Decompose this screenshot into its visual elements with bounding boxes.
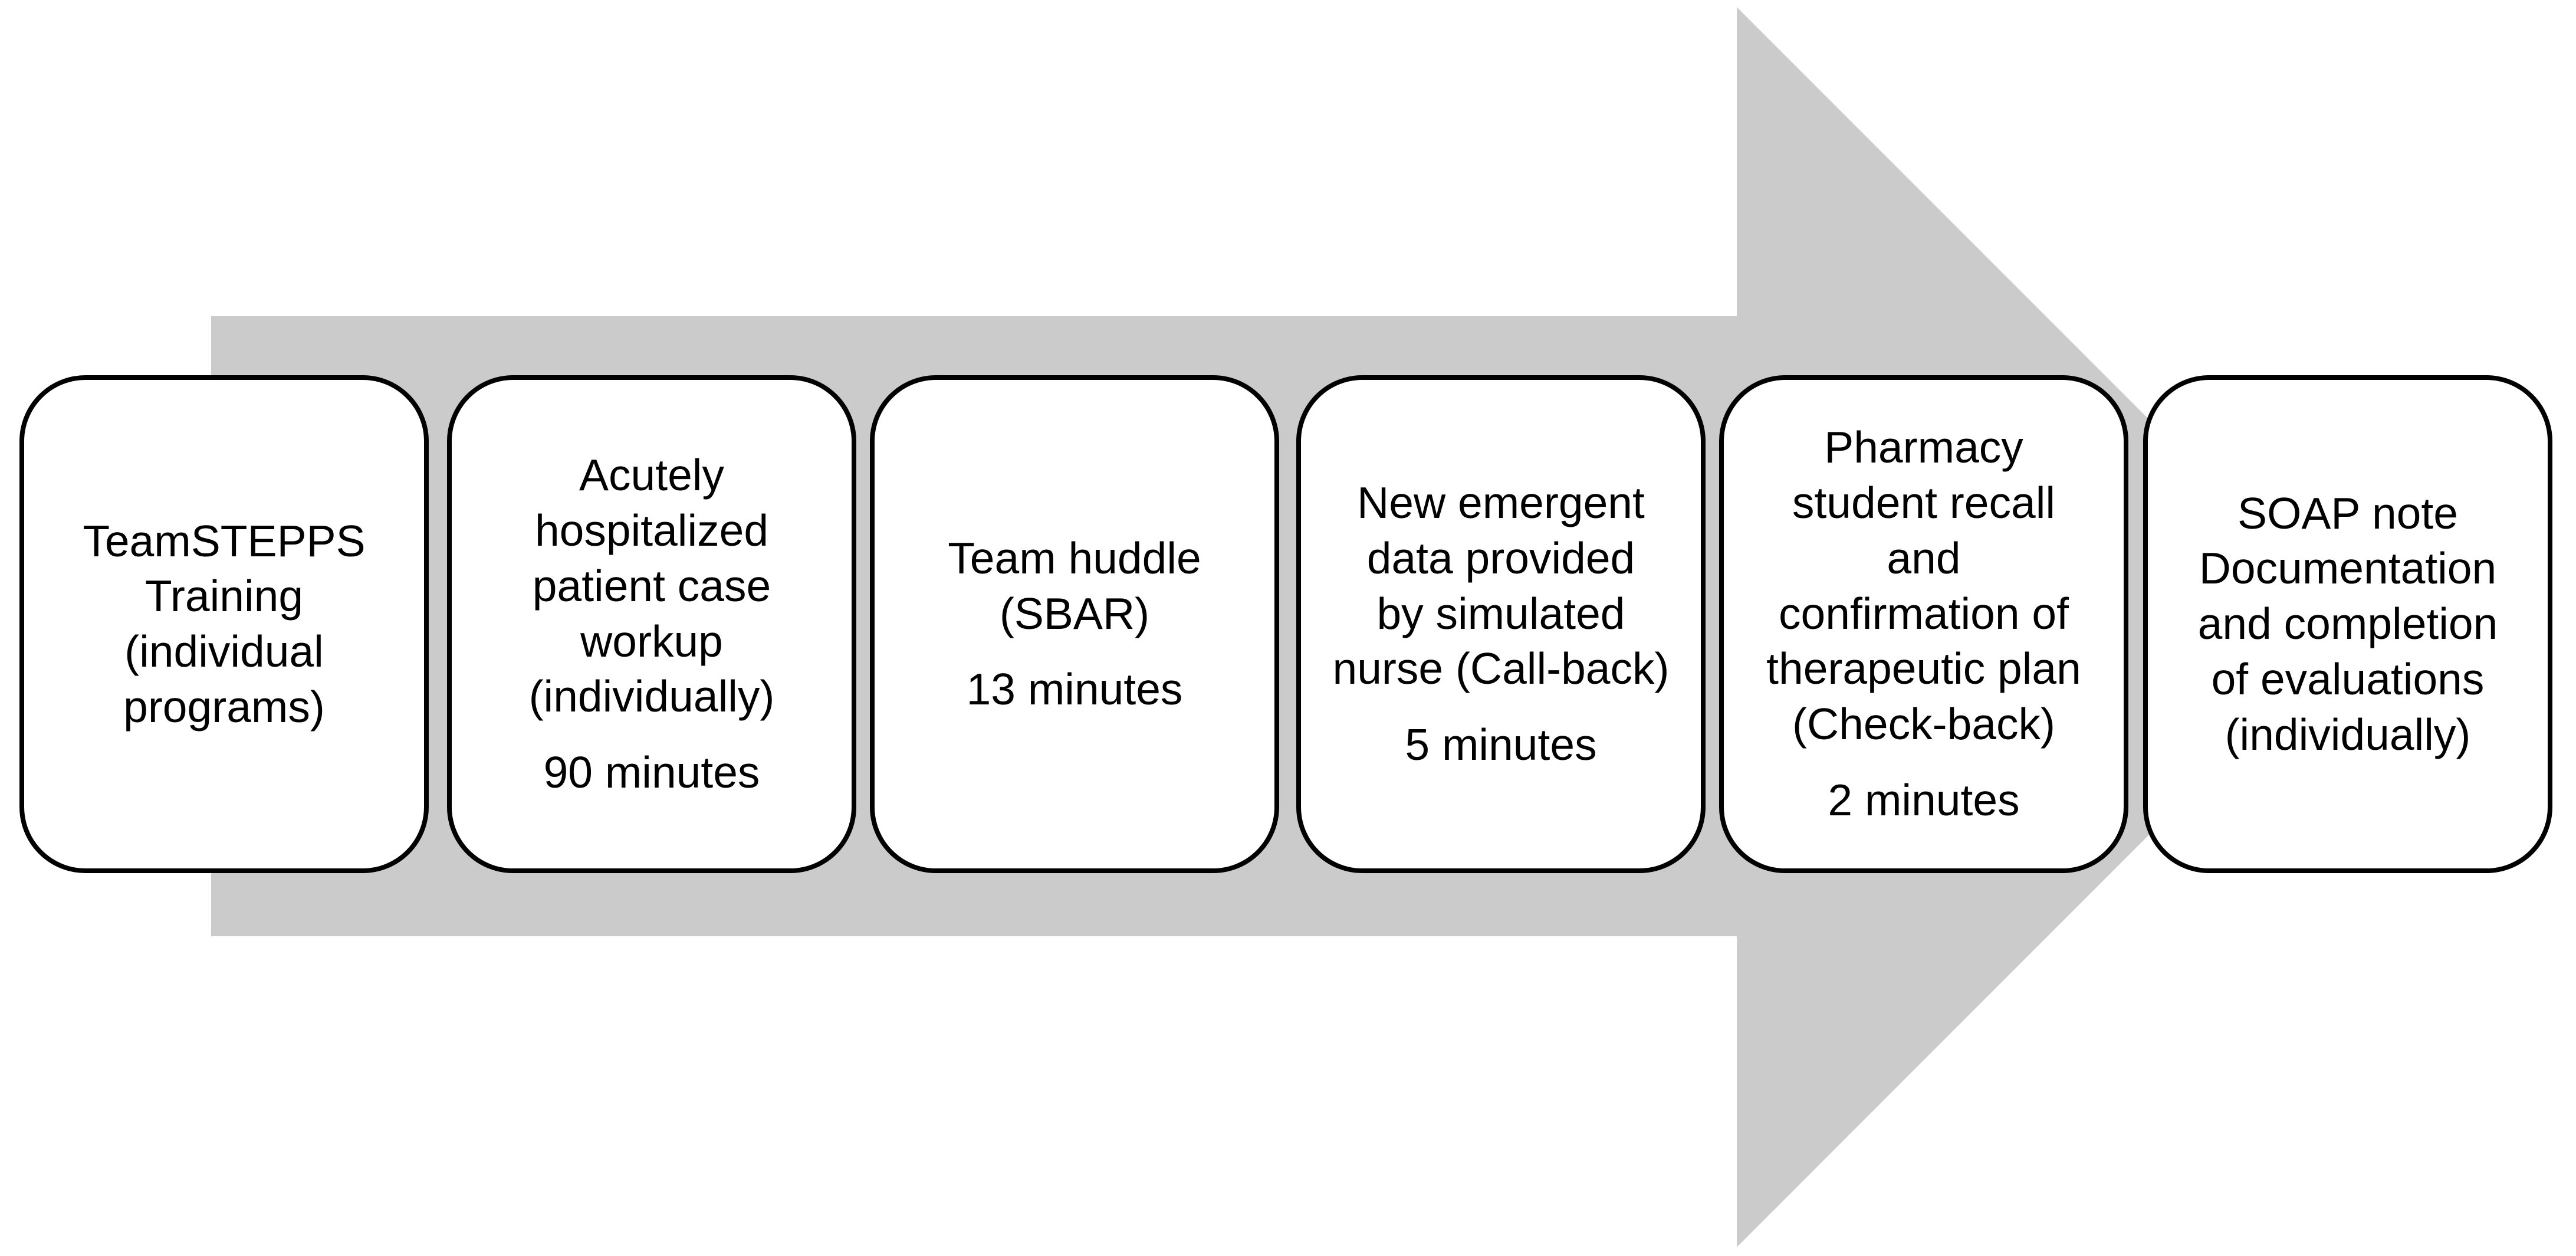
stage-box-4: New emergent data provided by simulated … <box>1296 375 1706 873</box>
stage-box-6: SOAP note Documentation and completion o… <box>2143 375 2552 873</box>
stage-duration: 13 minutes <box>966 664 1183 714</box>
stage-duration: 5 minutes <box>1405 720 1597 770</box>
stage-box-5: Pharmacy student recall and confirmation… <box>1719 375 2128 873</box>
stage-label: Pharmacy student recall and confirmation… <box>1766 422 2081 749</box>
stage-label: Team huddle (SBAR) <box>948 533 1201 638</box>
stage-box-1: TeamSTEPPS Training (individual programs… <box>19 375 429 873</box>
stage-box-2: Acutely hospitalized patient case workup… <box>447 375 856 873</box>
stage-duration: 90 minutes <box>543 747 760 797</box>
stage-label: New emergent data provided by simulated … <box>1332 478 1670 694</box>
stage-box-3: Team huddle (SBAR) 13 minutes <box>870 375 1279 873</box>
stage-label: TeamSTEPPS Training (individual programs… <box>83 516 366 732</box>
stage-duration: 2 minutes <box>1828 775 2020 825</box>
stage-label: SOAP note Documentation and completion o… <box>2197 488 2498 759</box>
stage-label: Acutely hospitalized patient case workup… <box>528 450 775 722</box>
